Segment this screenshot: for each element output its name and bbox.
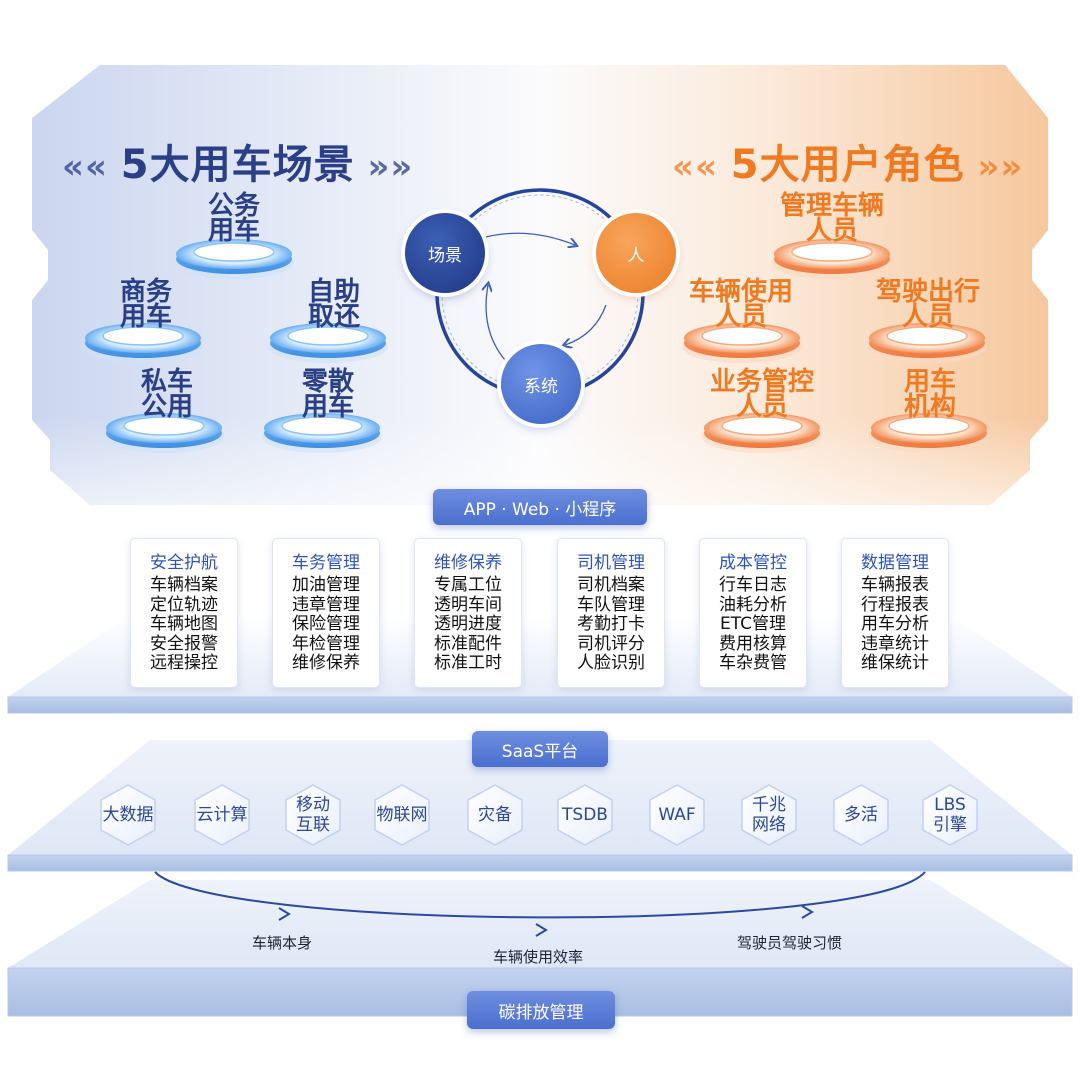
module-item: 车辆地图	[150, 614, 218, 634]
module-item: 标准工时	[434, 653, 502, 673]
module-item: 年检管理	[292, 633, 360, 654]
module-card: 维修保养 专属工位 透明车间 透明进度 标准配件 标准工时	[414, 538, 522, 688]
module-item: 违章统计	[861, 633, 929, 654]
tech-hex: 千兆 网络	[737, 783, 801, 847]
module-card: 安全护航 车辆档案 定位轨迹 车辆地图 安全报警 远程操控	[130, 538, 238, 688]
module-card: 成本管控 行车日志 油耗分析 ETC管理 费用核算 车杂费管	[699, 538, 807, 688]
module-item: ETC管理	[720, 614, 786, 634]
scene-label: 公务 用车	[207, 191, 260, 246]
left-chevrons-icon: ««	[62, 147, 121, 187]
tech-hex: TSDB	[553, 783, 617, 847]
scene-label: 零散 用车	[301, 367, 354, 422]
tech-label: 大数据	[102, 805, 154, 825]
module-item: 维保统计	[861, 653, 929, 673]
right-chevrons-icon: »»	[964, 147, 1024, 187]
role-label: 业务管控 人员	[709, 367, 814, 422]
module-item: 透明车间	[434, 594, 502, 615]
flow-arrow-icon	[801, 905, 814, 919]
module-item: 行程报表	[861, 594, 929, 615]
tech-label: 灾备	[478, 805, 512, 825]
tech-hex: 灾备	[463, 783, 527, 847]
cycle-arrow	[486, 285, 506, 361]
tech-label: TSDB	[562, 805, 608, 825]
module-card: 车务管理 加油管理 违章管理 保险管理 年检管理 维修保养	[272, 538, 380, 688]
module-item: 加油管理	[292, 575, 360, 595]
cycle-node-system: 系统	[501, 344, 581, 424]
saas-platform-pill: SaaS平台	[472, 731, 608, 767]
cycle-node-scene: 场景	[405, 213, 485, 293]
module-title: 车务管理	[292, 553, 360, 573]
tech-label: WAF	[658, 805, 696, 825]
module-item: 标准配件	[434, 633, 502, 654]
hero-banner: «« 5大用车场景 »» «« 5大用户角色 »»	[0, 0, 1080, 520]
module-item: 远程操控	[150, 653, 218, 673]
module-card: 司机管理 司机档案 车队管理 考勤打卡 司机评分 人脸识别	[557, 538, 665, 688]
tech-label: 多活	[844, 805, 878, 825]
module-title: 成本管控	[719, 553, 787, 573]
tech-hex: WAF	[645, 783, 709, 847]
module-item: 司机档案	[577, 575, 645, 595]
roles-title: «« 5大用户角色 »»	[672, 142, 1024, 188]
module-item: 车杂费管	[719, 653, 787, 673]
left-chevrons-icon: ««	[672, 147, 731, 187]
flow-label: 驾驶员驾驶习惯	[737, 934, 843, 952]
carbon-management-pill: 碳排放管理	[467, 991, 615, 1029]
module-title: 维修保养	[434, 553, 502, 573]
tech-hex: 多活	[829, 783, 893, 847]
module-item: 违章管理	[292, 594, 360, 615]
module-item: 专属工位	[434, 575, 502, 595]
module-item: 油耗分析	[719, 594, 787, 615]
tech-label: 千兆 网络	[752, 795, 786, 835]
tech-label: 移动 互联	[296, 795, 330, 835]
module-item: 车辆档案	[150, 575, 218, 595]
access-channels-pill: APP · Web · 小程序	[433, 489, 647, 525]
tech-label: 云计算	[196, 805, 248, 825]
scene-label: 自助 取还	[307, 277, 360, 332]
module-card: 数据管理 车辆报表 行程报表 用车分析 违章统计 维保统计	[841, 538, 949, 688]
tech-hex: LBS 引擎	[918, 783, 982, 847]
tech-hex: 云计算	[190, 783, 254, 847]
flow-label: 车辆使用效率	[493, 948, 584, 966]
scenes-title: «« 5大用车场景 »»	[62, 142, 414, 188]
right-chevrons-icon: »»	[354, 147, 414, 187]
module-item: 维修保养	[292, 653, 360, 673]
module-item: 车队管理	[577, 594, 645, 615]
module-item: 透明进度	[434, 614, 502, 634]
module-item: 考勤打卡	[577, 614, 645, 634]
role-label: 管理车辆 人员	[779, 191, 884, 246]
banner-background	[32, 65, 1048, 505]
cycle-arrow	[477, 232, 575, 245]
role-label: 驾驶出行 人员	[875, 277, 980, 332]
flow-curve	[154, 871, 926, 919]
module-item: 安全报警	[150, 633, 218, 654]
module-item: 人脸识别	[577, 653, 645, 673]
tech-hex: 物联网	[370, 783, 434, 847]
module-item: 车辆报表	[861, 575, 929, 595]
flow-label: 车辆本身	[252, 934, 313, 952]
role-label: 用车 机构	[903, 367, 956, 422]
cycle-arrow	[565, 304, 607, 345]
tech-hex: 大数据	[96, 783, 160, 847]
tech-hex: 移动 互联	[281, 783, 345, 847]
module-title: 数据管理	[861, 553, 929, 573]
module-title: 司机管理	[577, 553, 645, 573]
flow-arrow-icon	[535, 923, 548, 937]
tech-label: 物联网	[376, 805, 428, 825]
cycle-node-person: 人	[596, 213, 676, 293]
tech-label: LBS 引擎	[933, 795, 967, 835]
module-item: 费用核算	[719, 633, 787, 654]
module-title: 安全护航	[150, 553, 218, 573]
module-item: 保险管理	[292, 614, 360, 634]
role-label: 车辆使用 人员	[688, 277, 793, 332]
module-item: 司机评分	[577, 633, 645, 654]
flow-arrow-icon	[278, 907, 291, 921]
module-item: 用车分析	[861, 614, 929, 634]
module-item: 行车日志	[719, 575, 787, 595]
scene-label: 私车 公用	[140, 367, 193, 422]
module-item: 定位轨迹	[150, 594, 218, 615]
scene-label: 商务 用车	[119, 277, 172, 332]
